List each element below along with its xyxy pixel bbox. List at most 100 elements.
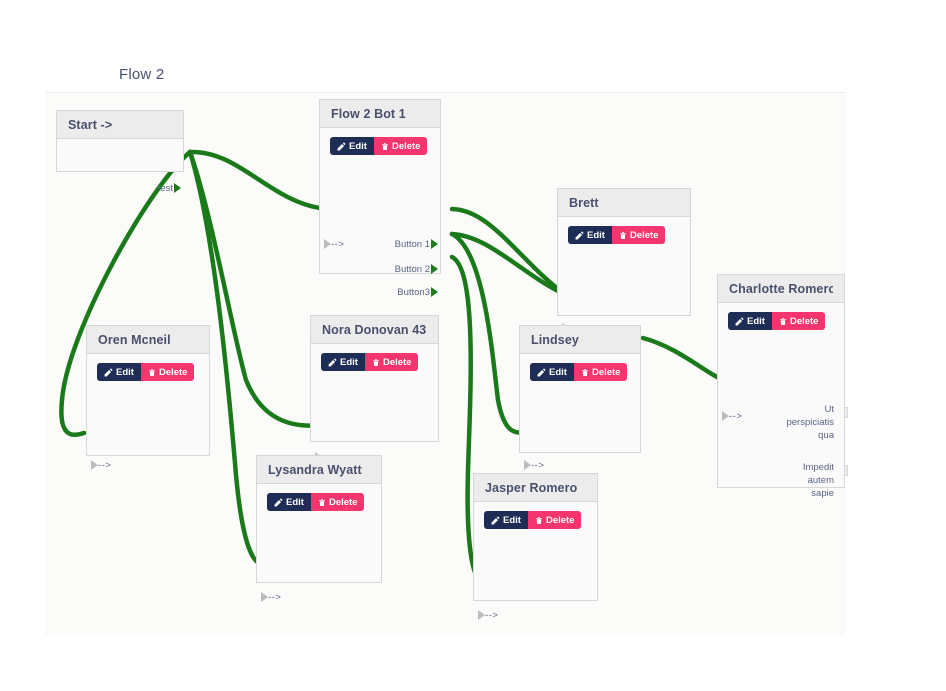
node-header-start: Start -> [57, 111, 183, 139]
edit-button-jasper[interactable]: Edit [484, 511, 528, 529]
delete-button-brett[interactable]: Delete [611, 226, 666, 244]
edit-button-charlotte[interactable]: Edit [728, 312, 772, 330]
delete-button-lindsey[interactable]: Delete [573, 363, 628, 381]
delete-button-lysandra[interactable]: Delete [310, 493, 365, 511]
edit-icon [274, 498, 283, 507]
edit-icon [491, 516, 500, 525]
output-port-stub-charlotte-0[interactable] [844, 407, 848, 418]
trash-icon [148, 368, 156, 377]
delete-button-nora[interactable]: Delete [364, 353, 419, 371]
node-action-bar-oren: Edit Delete [97, 363, 195, 381]
input-port-label: --> [531, 460, 545, 471]
input-port-flow2bot1-0[interactable]: --> [324, 239, 345, 250]
edit-button-label: Edit [116, 366, 134, 378]
edit-button-oren[interactable]: Edit [97, 363, 141, 381]
node-flow2bot1[interactable]: Flow 2 Bot 1 Edit Delete --> Button 1 Button … [319, 99, 441, 298]
delete-button-jasper[interactable]: Delete [527, 511, 582, 529]
input-port-jasper-0[interactable]: --> [478, 610, 498, 621]
delete-button-charlotte[interactable]: Delete [771, 312, 826, 330]
edit-icon [104, 368, 113, 377]
input-port-label: --> [331, 239, 345, 250]
node-title-flow2bot1: Flow 2 Bot 1 [331, 106, 406, 121]
output-port-flow2bot1-0[interactable]: Button 1 [395, 239, 438, 250]
node-text-line: qua [818, 430, 834, 441]
input-port-lindsey-0[interactable]: --> [524, 460, 545, 471]
node-title-oren: Oren Mcneil [98, 332, 171, 347]
trash-icon [779, 317, 787, 326]
edit-icon [575, 231, 584, 240]
output-port-start-0[interactable]: test [157, 183, 181, 194]
node-title-brett: Brett [569, 195, 599, 210]
delete-button-flow2bot1[interactable]: Delete [373, 137, 428, 155]
output-port-label: test [157, 183, 173, 194]
node-header-lindsey: Lindsey [520, 326, 640, 354]
node-header-jasper: Jasper Romero [474, 474, 597, 502]
input-port-label: --> [729, 411, 743, 422]
node-body-jasper: Edit Delete --> [474, 502, 597, 621]
node-header-lysandra: Lysandra Wyatt [257, 456, 381, 484]
node-header-brett: Brett [558, 189, 690, 217]
edit-button-nora[interactable]: Edit [321, 353, 365, 371]
edit-button-lindsey[interactable]: Edit [530, 363, 574, 381]
node-text-line: sapie [811, 488, 834, 499]
output-port-arrow-icon [174, 183, 181, 193]
node-action-bar-lysandra: Edit Delete [267, 493, 365, 511]
node-action-bar-charlotte: Edit Delete [728, 312, 826, 330]
edit-button-label: Edit [503, 514, 521, 526]
node-title-start: Start -> [68, 117, 113, 132]
output-port-flow2bot1-2[interactable]: Button3 [397, 287, 438, 298]
trash-icon [372, 358, 380, 367]
edit-button-brett[interactable]: Edit [568, 226, 612, 244]
output-port-stub-charlotte-1[interactable] [844, 465, 848, 476]
output-port-arrow-icon [431, 287, 438, 297]
delete-button-label: Delete [328, 496, 358, 508]
node-text-line: autem [807, 475, 834, 486]
node-text-block-charlotte-1: Impedit autem sapie [803, 461, 834, 500]
trash-icon [581, 368, 589, 377]
output-port-arrow-icon [431, 239, 438, 249]
input-port-arrow-icon [91, 460, 98, 470]
output-port-flow2bot1-1[interactable]: Button 2 [394, 264, 438, 275]
output-port-label: Button 2 [394, 264, 430, 275]
node-action-bar-jasper: Edit Delete [484, 511, 582, 529]
node-header-nora: Nora Donovan 43 [311, 316, 438, 344]
delete-button-oren[interactable]: Delete [140, 363, 195, 381]
node-body-start: test [57, 139, 183, 194]
node-header-flow2bot1: Flow 2 Bot 1 [320, 100, 440, 128]
input-port-charlotte-0[interactable]: --> [722, 411, 743, 422]
node-text-line: Impedit [802, 462, 834, 473]
input-port-lysandra-0[interactable]: --> [261, 592, 281, 603]
input-port-label: --> [98, 460, 112, 471]
edit-button-flow2bot1[interactable]: Edit [330, 137, 374, 155]
node-header-oren: Oren Mcneil [87, 326, 209, 354]
node-start[interactable]: Start -> test [56, 110, 184, 194]
edit-button-lysandra[interactable]: Edit [267, 493, 311, 511]
edit-button-label: Edit [587, 229, 605, 241]
input-port-arrow-icon [324, 239, 331, 249]
node-body-oren: Edit Delete --> [87, 354, 209, 471]
trash-icon [381, 142, 389, 151]
node-body-flow2bot1: Edit Delete --> Button 1 Button 2 Button3 [320, 128, 440, 298]
node-title-jasper: Jasper Romero [485, 480, 578, 495]
edit-button-label: Edit [349, 140, 367, 152]
node-text-line: Ut [824, 404, 835, 415]
edit-button-label: Edit [549, 366, 567, 378]
edit-button-label: Edit [747, 315, 765, 327]
input-port-oren-0[interactable]: --> [91, 460, 112, 471]
delete-button-label: Delete [629, 229, 659, 241]
edit-button-label: Edit [286, 496, 304, 508]
trash-icon [535, 516, 543, 525]
edit-icon [537, 368, 546, 377]
node-title-lindsey: Lindsey [531, 332, 579, 347]
